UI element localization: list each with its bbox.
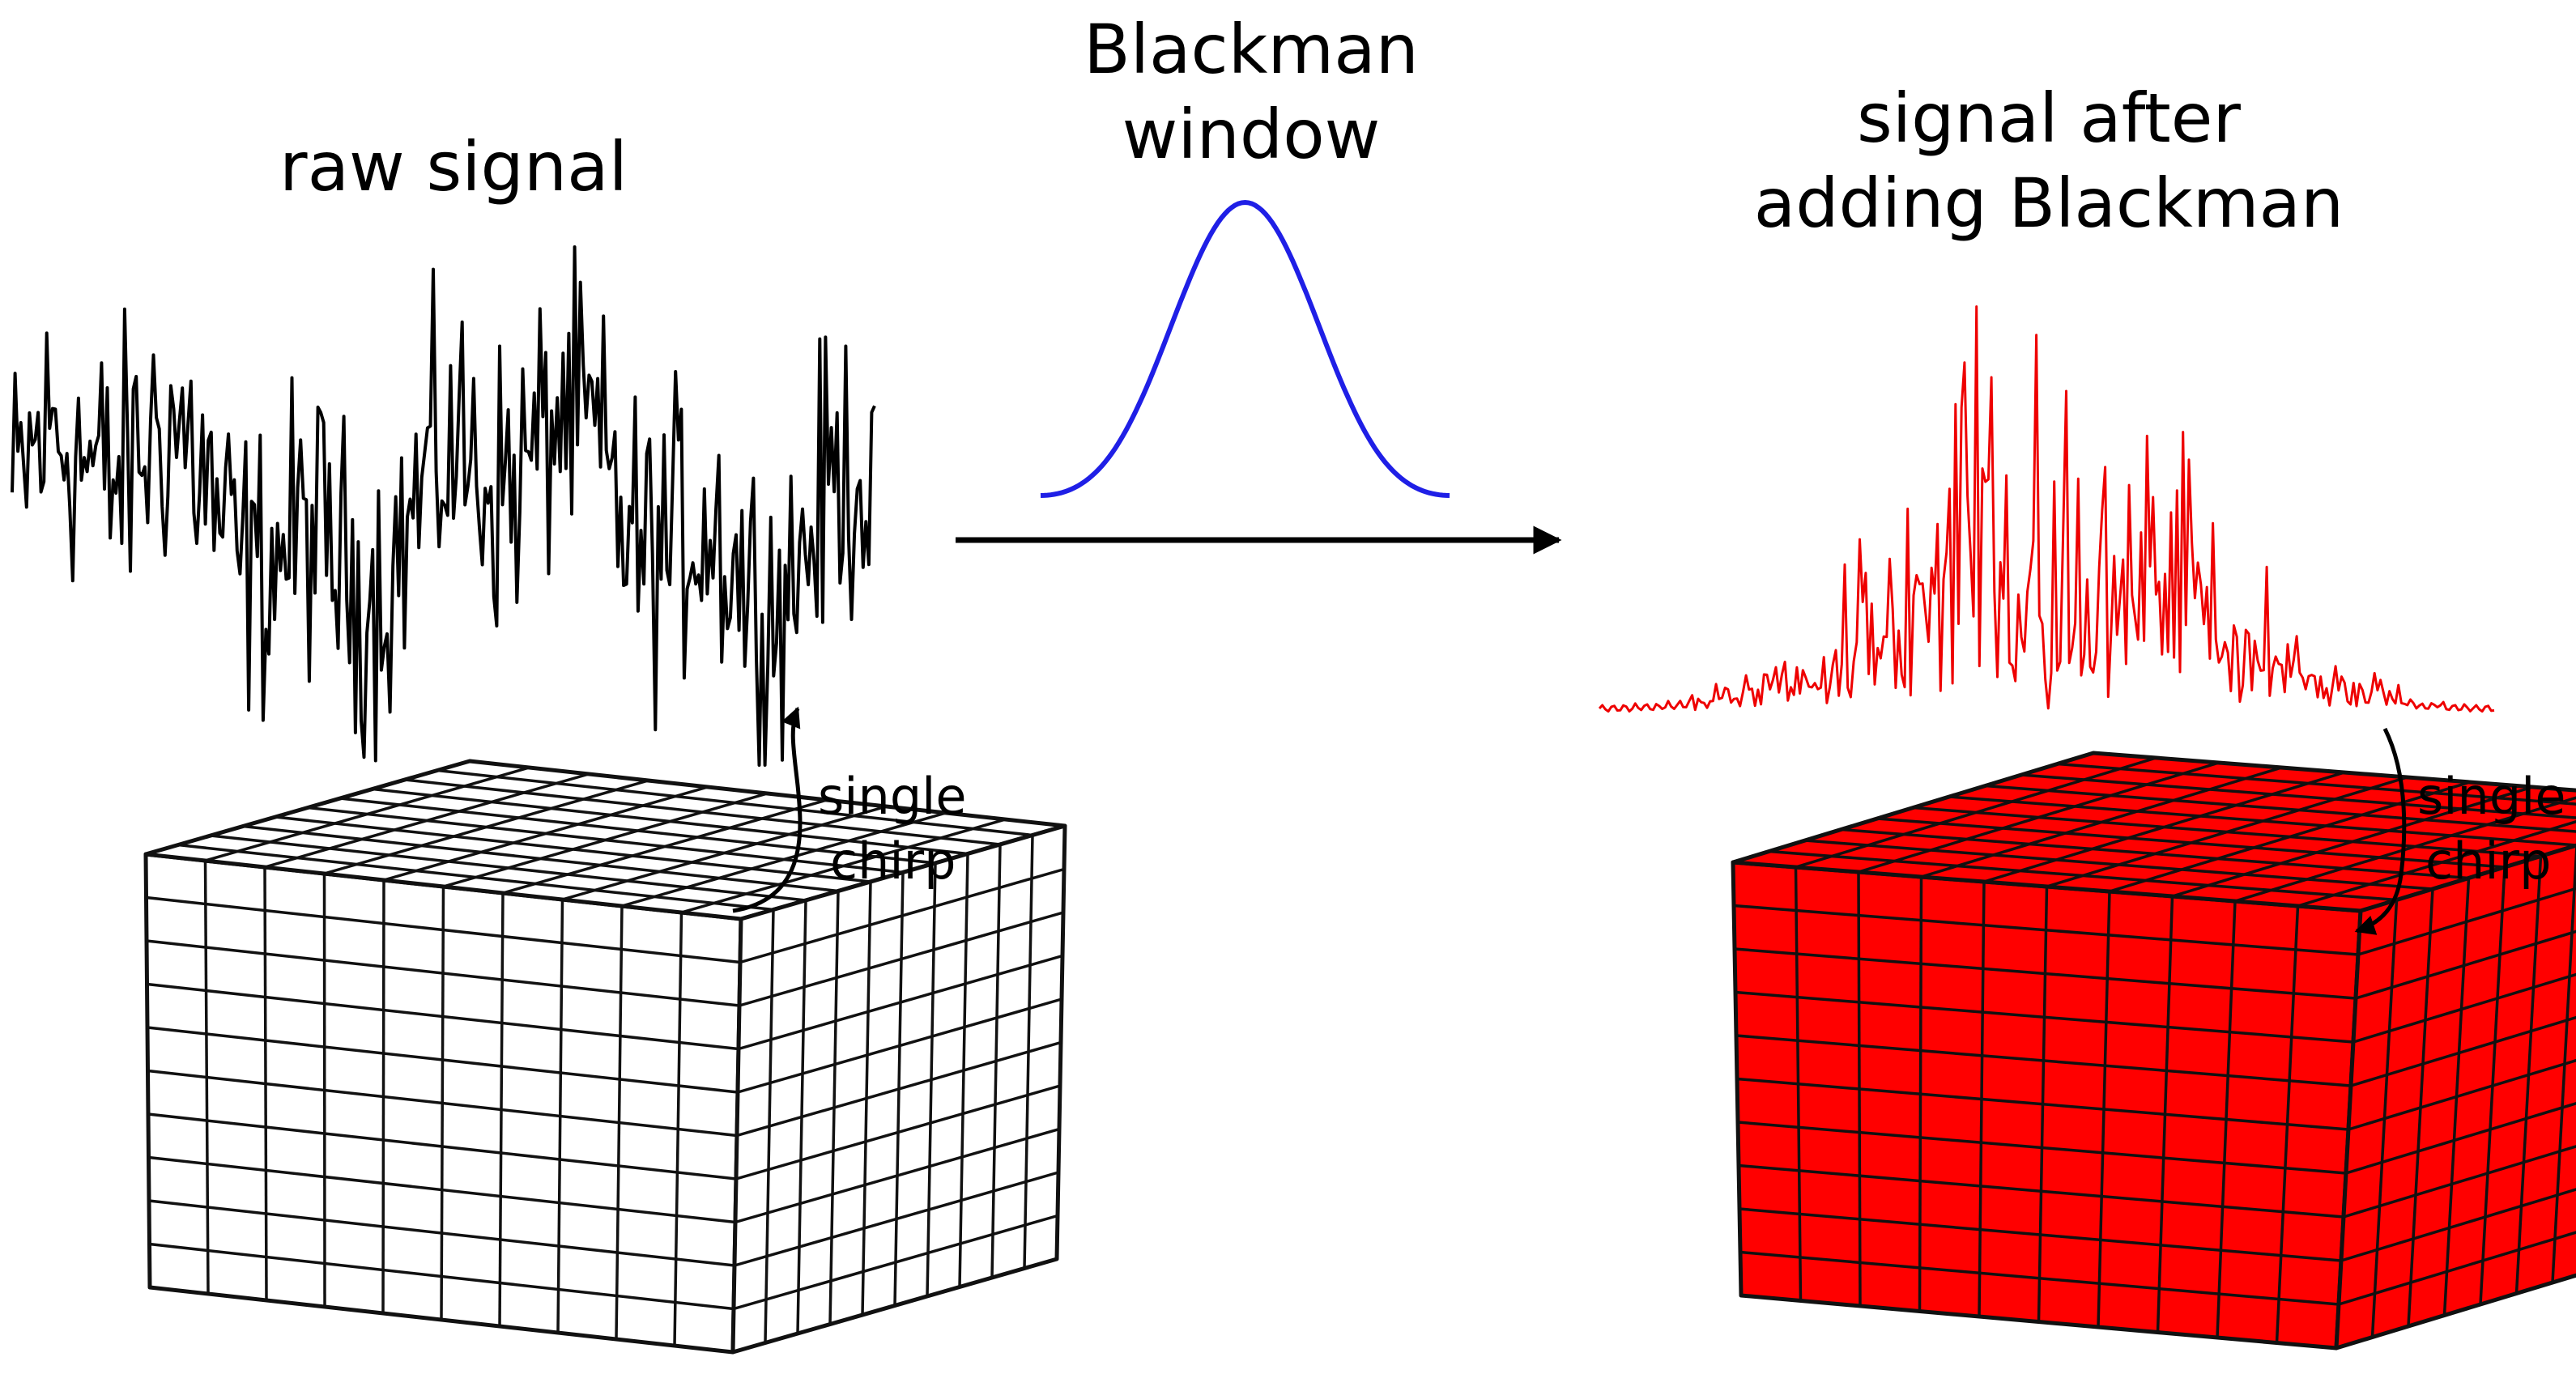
raw-signal-title: raw signal (279, 127, 628, 206)
raw-data-cube (143, 759, 1067, 1355)
chirp-arrow-left (732, 706, 803, 913)
chirp-label-right-line1: single (2417, 767, 2566, 826)
windowed-signal-waveform (1598, 305, 2495, 713)
chirp-label-left-line1: single (818, 767, 967, 826)
blackman-title-line1: Blackman (1084, 10, 1419, 89)
chirp-arrow-right (2354, 727, 2407, 935)
windowed-data-cube (1731, 751, 2576, 1351)
blackman-window-curve (1040, 199, 1450, 498)
blackman-title-line2: window (1122, 95, 1381, 174)
chirp-label-left-line2: chirp (830, 832, 956, 891)
raw-signal-waveform (11, 245, 876, 767)
after-title-line2: adding Blackman (1754, 164, 2344, 243)
after-title-line1: signal after (1857, 79, 2241, 158)
chirp-label-right-line2: chirp (2425, 832, 2551, 891)
